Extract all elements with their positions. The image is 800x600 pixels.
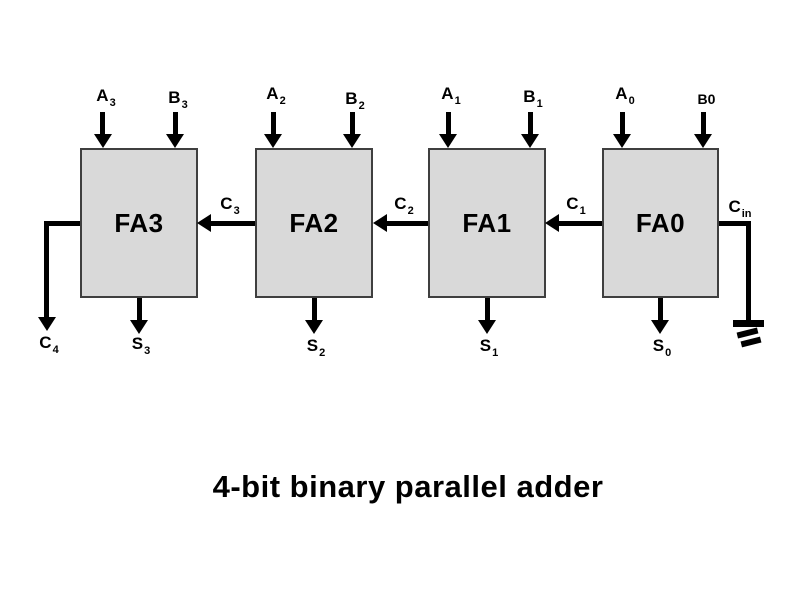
- arrow-down-icon: [264, 134, 282, 148]
- sum-label-s3: S3: [131, 334, 151, 358]
- full-adder-label: FA2: [289, 207, 339, 238]
- label-text: C: [728, 197, 741, 216]
- input-wire-b0: [701, 112, 706, 136]
- label-text: A: [96, 86, 109, 105]
- ground-bar: [733, 320, 764, 327]
- label-subscript: 2: [407, 205, 414, 218]
- input-label-a3: A3: [96, 86, 116, 110]
- carry-wire-c2: [386, 221, 428, 226]
- label-text: B: [345, 89, 358, 108]
- carry-out-wire: [44, 221, 49, 318]
- full-adder-box-fa2: FA2: [255, 148, 373, 298]
- label-text: C: [566, 194, 579, 213]
- carry-wire-c1: [558, 221, 602, 226]
- carry-label-c2: C2: [394, 194, 414, 218]
- carry-out-label-c4: C4: [39, 333, 59, 357]
- label-text: A: [266, 84, 279, 103]
- sum-wire-s1: [485, 298, 490, 323]
- arrow-down-icon: [439, 134, 457, 148]
- carry-label-c3: C3: [220, 194, 240, 218]
- arrow-down-icon: [166, 134, 184, 148]
- label-subscript: 1: [492, 347, 499, 360]
- full-adder-box-fa1: FA1: [428, 148, 546, 298]
- carry-in-wire: [746, 221, 751, 321]
- sum-wire-s3: [137, 298, 142, 323]
- ground-dash: [740, 336, 762, 348]
- sum-label-s1: S1: [479, 336, 499, 360]
- carry-label-c1: C1: [566, 194, 586, 218]
- sum-label-s0: S0: [652, 336, 672, 360]
- sum-label-s2: S2: [306, 336, 326, 360]
- arrow-down-icon: [130, 320, 148, 334]
- arrow-left-icon: [545, 214, 559, 232]
- label-subscript: in: [741, 208, 752, 221]
- label-subscript: 2: [358, 100, 365, 113]
- label-text: S: [131, 334, 144, 353]
- label-text: B0: [697, 91, 716, 107]
- input-wire-b1: [528, 112, 533, 136]
- label-subscript: 0: [628, 95, 635, 108]
- sum-wire-s0: [658, 298, 663, 323]
- label-text: A: [441, 84, 454, 103]
- full-adder-label: FA0: [635, 207, 686, 238]
- label-text: B: [523, 87, 536, 106]
- arrow-down-icon: [694, 134, 712, 148]
- label-subscript: 3: [144, 345, 151, 358]
- arrow-down-icon: [521, 134, 539, 148]
- arrow-down-icon: [38, 317, 56, 331]
- arrow-down-icon: [651, 320, 669, 334]
- label-subscript: 2: [279, 95, 286, 108]
- input-label-b0: B0: [697, 91, 717, 111]
- full-adder-label: FA3: [114, 207, 164, 238]
- arrow-down-icon: [613, 134, 631, 148]
- label-subscript: 0: [665, 347, 672, 360]
- input-label-a1: A1: [441, 84, 461, 108]
- label-subscript: 1: [536, 98, 543, 111]
- carry-out-wire: [44, 221, 80, 226]
- arrow-left-icon: [373, 214, 387, 232]
- input-wire-b3: [173, 112, 178, 136]
- label-text: C: [394, 194, 407, 213]
- arrow-down-icon: [94, 134, 112, 148]
- carry-in-wire: [719, 221, 751, 226]
- input-wire-a2: [271, 112, 276, 136]
- input-label-a2: A2: [266, 84, 286, 108]
- arrow-down-icon: [478, 320, 496, 334]
- full-adder-box-fa0: FA0: [602, 148, 719, 298]
- input-wire-a1: [446, 112, 451, 136]
- arrow-down-icon: [343, 134, 361, 148]
- input-label-b3: B3: [168, 88, 188, 112]
- label-text: S: [306, 336, 319, 355]
- label-text: S: [479, 336, 492, 355]
- label-subscript: 3: [181, 99, 188, 112]
- label-subscript: 3: [109, 97, 116, 110]
- label-text: S: [652, 336, 665, 355]
- input-wire-a0: [620, 112, 625, 136]
- label-subscript: 1: [454, 95, 461, 108]
- label-subscript: 2: [319, 347, 326, 360]
- carry-wire-c3: [210, 221, 255, 226]
- label-text: A: [615, 84, 628, 103]
- full-adder-label: FA1: [462, 207, 512, 238]
- label-text: B: [168, 88, 181, 107]
- label-subscript: 3: [233, 205, 240, 218]
- diagram-caption: 4-bit binary parallel adder: [212, 469, 604, 504]
- input-label-b2: B2: [345, 89, 365, 113]
- label-text: C: [220, 194, 233, 213]
- label-subscript: 4: [52, 344, 59, 357]
- label-subscript: 1: [579, 205, 586, 218]
- carry-in-label-cin: Cin: [728, 197, 752, 221]
- input-label-b1: B1: [523, 87, 543, 111]
- label-text: C: [39, 333, 52, 352]
- input-wire-b2: [350, 112, 355, 136]
- input-label-a0: A0: [615, 84, 635, 108]
- input-wire-a3: [100, 112, 105, 136]
- sum-wire-s2: [312, 298, 317, 323]
- arrow-left-icon: [197, 214, 211, 232]
- full-adder-box-fa3: FA3: [80, 148, 198, 298]
- arrow-down-icon: [305, 320, 323, 334]
